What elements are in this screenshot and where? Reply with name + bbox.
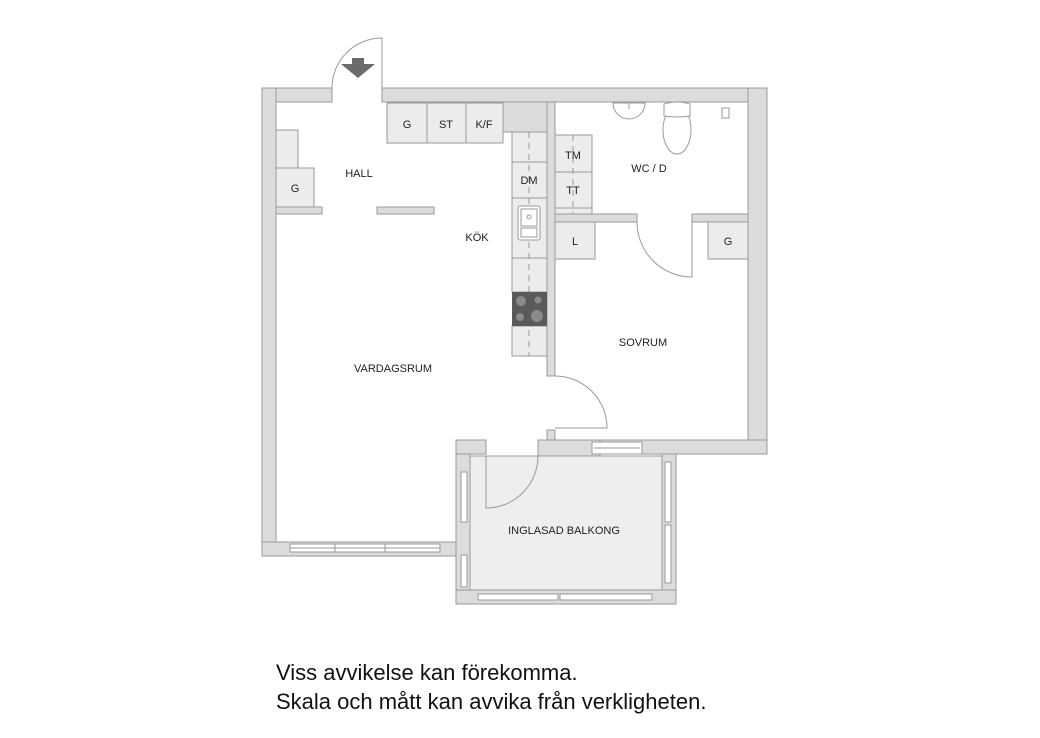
room-label-kitchen: KÖK [465, 232, 489, 244]
room-label-balcony: INGLASAD BALKONG [508, 525, 620, 537]
storage-label: ST [439, 119, 453, 131]
wardrobe-bedroom-label: G [724, 236, 733, 248]
room-label-bathroom: WC / D [631, 163, 666, 175]
washing-machine [554, 134, 593, 173]
wardrobe-hall-left-label: G [291, 183, 300, 195]
tumble-dryer-label: TT [566, 185, 580, 197]
toilet-tank-icon [663, 101, 691, 118]
washing-machine-label: TM [565, 150, 581, 162]
room-label-living-room: VARDAGSRUM [354, 363, 432, 375]
disclaimer-line-1: Viss avvikelse kan förekomma. [276, 660, 578, 685]
entry-door [331, 37, 383, 89]
disclaimer-line-2: Skala och mått kan avvika från verklighe… [276, 689, 707, 714]
bathroom-fixtures [612, 101, 730, 155]
room-label-hall: HALL [345, 168, 373, 180]
interior-doors [485, 221, 693, 509]
wardrobe-bedroom [707, 221, 749, 260]
bedroom-fixtures [554, 221, 749, 260]
balcony-floor [469, 455, 663, 591]
room-label-bedroom: SOVRUM [619, 337, 667, 349]
windows [289, 441, 672, 601]
linen-closet-label: L [572, 236, 578, 248]
entry-arrow-icon [341, 58, 375, 78]
kitchen-sink-icon [517, 205, 541, 241]
disclaimer: Viss avvikelse kan förekomma. Skala och … [276, 658, 706, 716]
shower-icon [721, 107, 730, 119]
dishwasher-label: DM [520, 175, 537, 187]
wardrobe-hall-top-label: G [403, 119, 412, 131]
storage-hall [426, 102, 467, 144]
fridge-freezer-label: K/F [475, 119, 492, 131]
wardrobe-hall-left [275, 167, 315, 208]
laundry-fixtures [554, 134, 593, 215]
fridge-freezer [465, 102, 504, 144]
wardrobe-hall-top [386, 102, 428, 144]
washbasin-icon [612, 102, 646, 120]
linen-closet [554, 221, 596, 260]
floor-plan: G G ST K/F DM TM TT [261, 37, 768, 605]
stove-icon [512, 292, 547, 326]
hall-fixtures [275, 102, 504, 208]
